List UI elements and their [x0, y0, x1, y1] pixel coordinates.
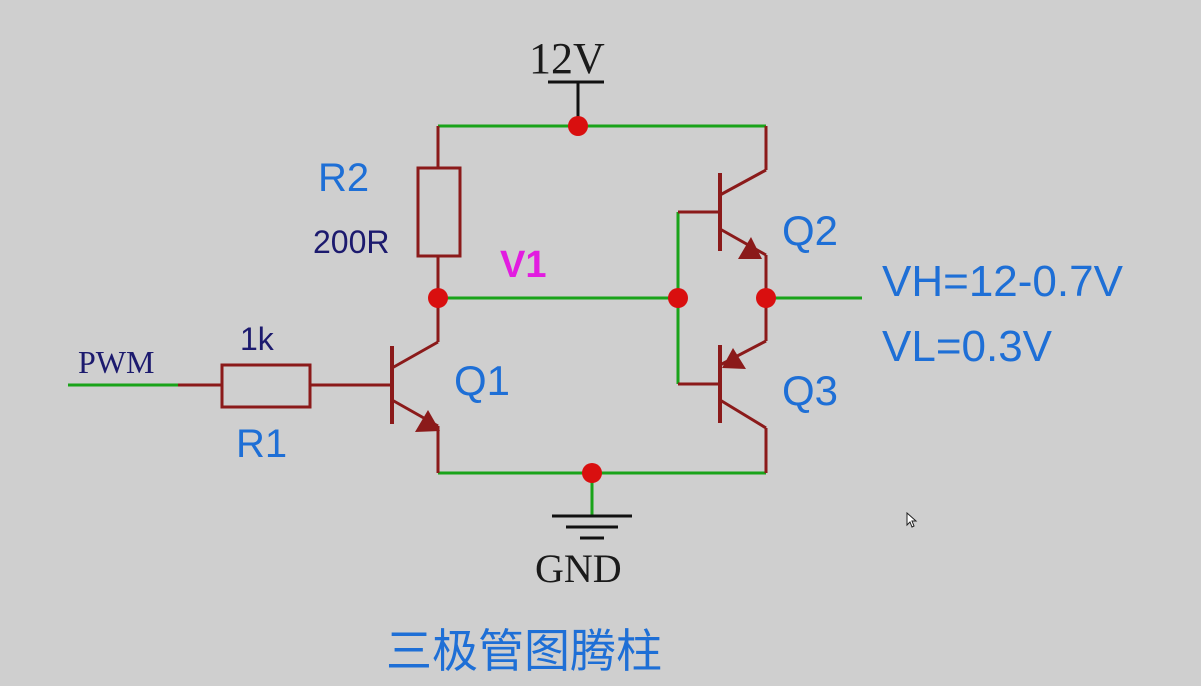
junction-top-rail [568, 116, 588, 136]
q3-emitter-arrow [722, 348, 746, 369]
junction-v1-right [668, 288, 688, 308]
emitter-arrows [415, 237, 762, 432]
r1-name-label: R1 [236, 422, 288, 466]
v1-node-label: V1 [500, 244, 547, 286]
q3-label: Q3 [782, 367, 839, 414]
supply-label: 12V [529, 34, 605, 83]
component-wiring [178, 126, 768, 473]
r2-name-label: R2 [318, 156, 370, 200]
vl-output-label: VL=0.3V [882, 322, 1053, 371]
q2-label: Q2 [782, 207, 839, 254]
ground-label: GND [535, 546, 622, 591]
q2-emitter-arrow [738, 237, 762, 259]
r2-value-label: 200R [313, 224, 390, 260]
junctions [428, 116, 776, 483]
r1-value-label: 1k [240, 321, 274, 357]
q1-label: Q1 [454, 357, 511, 404]
junction-v1-left [428, 288, 448, 308]
junction-output [756, 288, 776, 308]
vh-output-label: VH=12-0.7V [882, 257, 1123, 306]
mouse-cursor-icon [906, 512, 918, 528]
junction-ground [582, 463, 602, 483]
caption-title: 三极管图腾柱 [386, 625, 662, 677]
q1-emitter-arrow [415, 410, 440, 432]
pwm-input-label: PWM [78, 344, 155, 380]
